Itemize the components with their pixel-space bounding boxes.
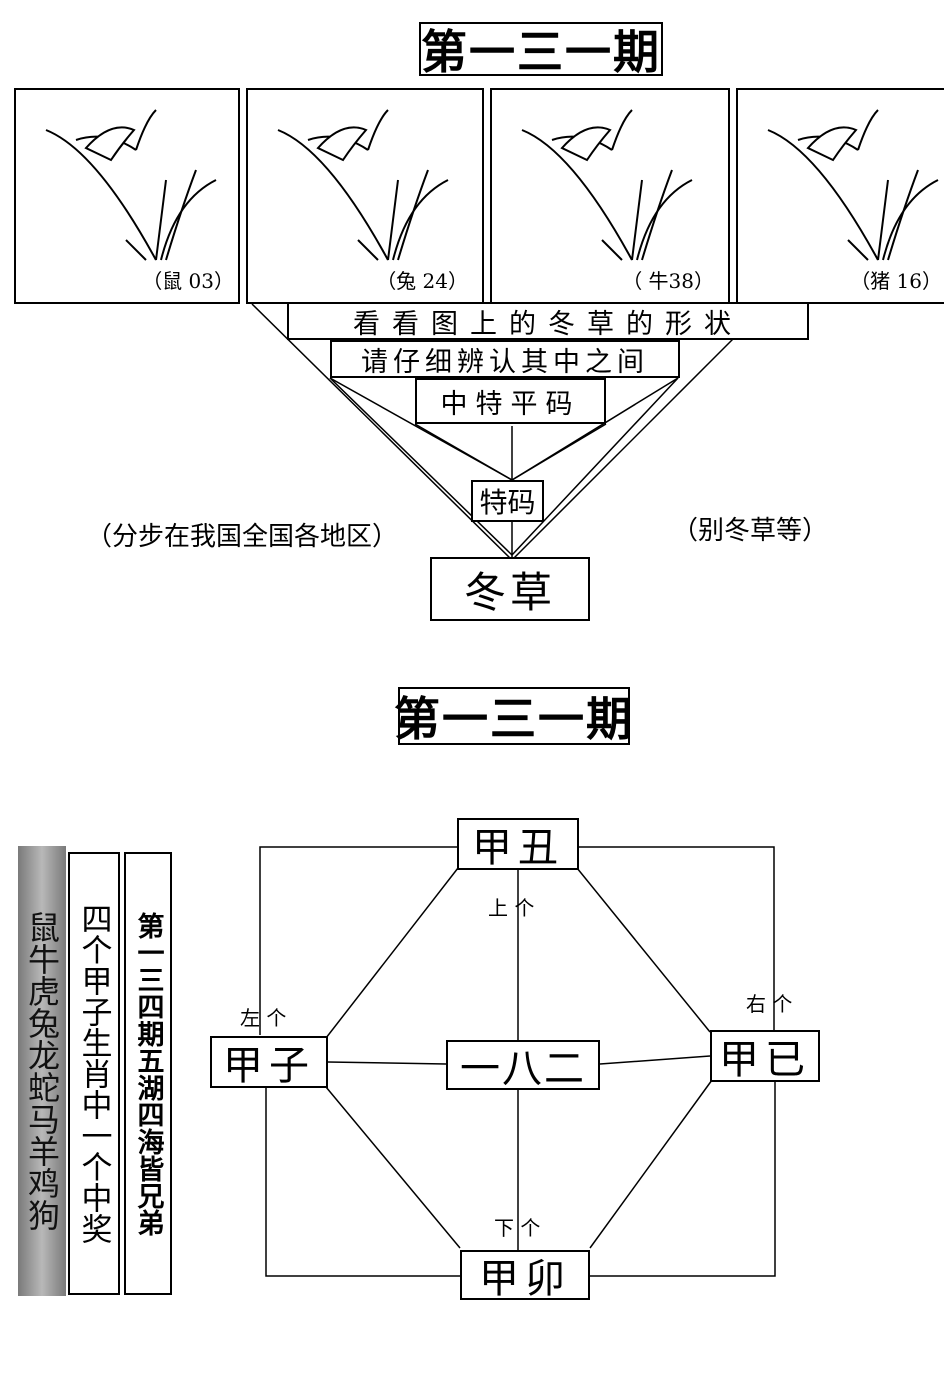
flower-caption-2: （兔 24）: [376, 269, 468, 293]
flower-icon: [45, 109, 217, 261]
flower-panel-3: （ 牛38）: [490, 88, 730, 304]
note-right: （别冬草等）: [672, 516, 829, 546]
flower-caption-4: （猪 16）: [850, 269, 942, 293]
instruction-line-2: 请仔细辨认其中之间: [330, 340, 680, 378]
label-top: 上 个: [488, 896, 535, 920]
note-left: （分步在我国全国各地区）: [86, 522, 399, 552]
node-bottom: 甲卯: [460, 1250, 590, 1302]
node-right: 甲已: [710, 1030, 820, 1083]
label-left: 左 个: [240, 1006, 287, 1030]
instruction-line-3: 中特平码: [415, 378, 606, 424]
flower-caption-1: （鼠 03）: [142, 269, 234, 293]
flower-panel-2: （兔 24）: [246, 88, 484, 304]
label-right: 右 个: [746, 992, 793, 1016]
funnel-lines: [251, 303, 769, 561]
flower-caption-3: （ 牛38）: [622, 269, 714, 293]
hint-column-2: 第一三四期五湖四海皆兄弟: [124, 852, 172, 1295]
special-code-box: 特码: [471, 480, 544, 522]
answer-box: 冬草: [430, 557, 590, 621]
node-center: 一八二: [446, 1040, 600, 1092]
page-title-top: 第一三一期: [419, 22, 663, 79]
instruction-line-1: 看看图上的冬草的形状: [287, 302, 809, 340]
zodiac-column: 鼠牛虎兔龙蛇马羊鸡狗: [18, 846, 66, 1296]
node-top: 甲丑: [457, 818, 579, 871]
flower-icon: [521, 109, 693, 261]
page-title-second: 第一三一期: [394, 687, 632, 746]
flower-panel-1: （鼠 03）: [14, 88, 240, 304]
node-left: 甲子: [210, 1036, 328, 1089]
flower-icon: [277, 109, 449, 261]
flower-icon: [767, 109, 939, 261]
label-bottom: 下 个: [494, 1216, 541, 1240]
flower-panel-4: （猪 16）: [736, 88, 944, 304]
hint-column-1: 四个甲子生肖中一个中奖: [68, 852, 120, 1295]
